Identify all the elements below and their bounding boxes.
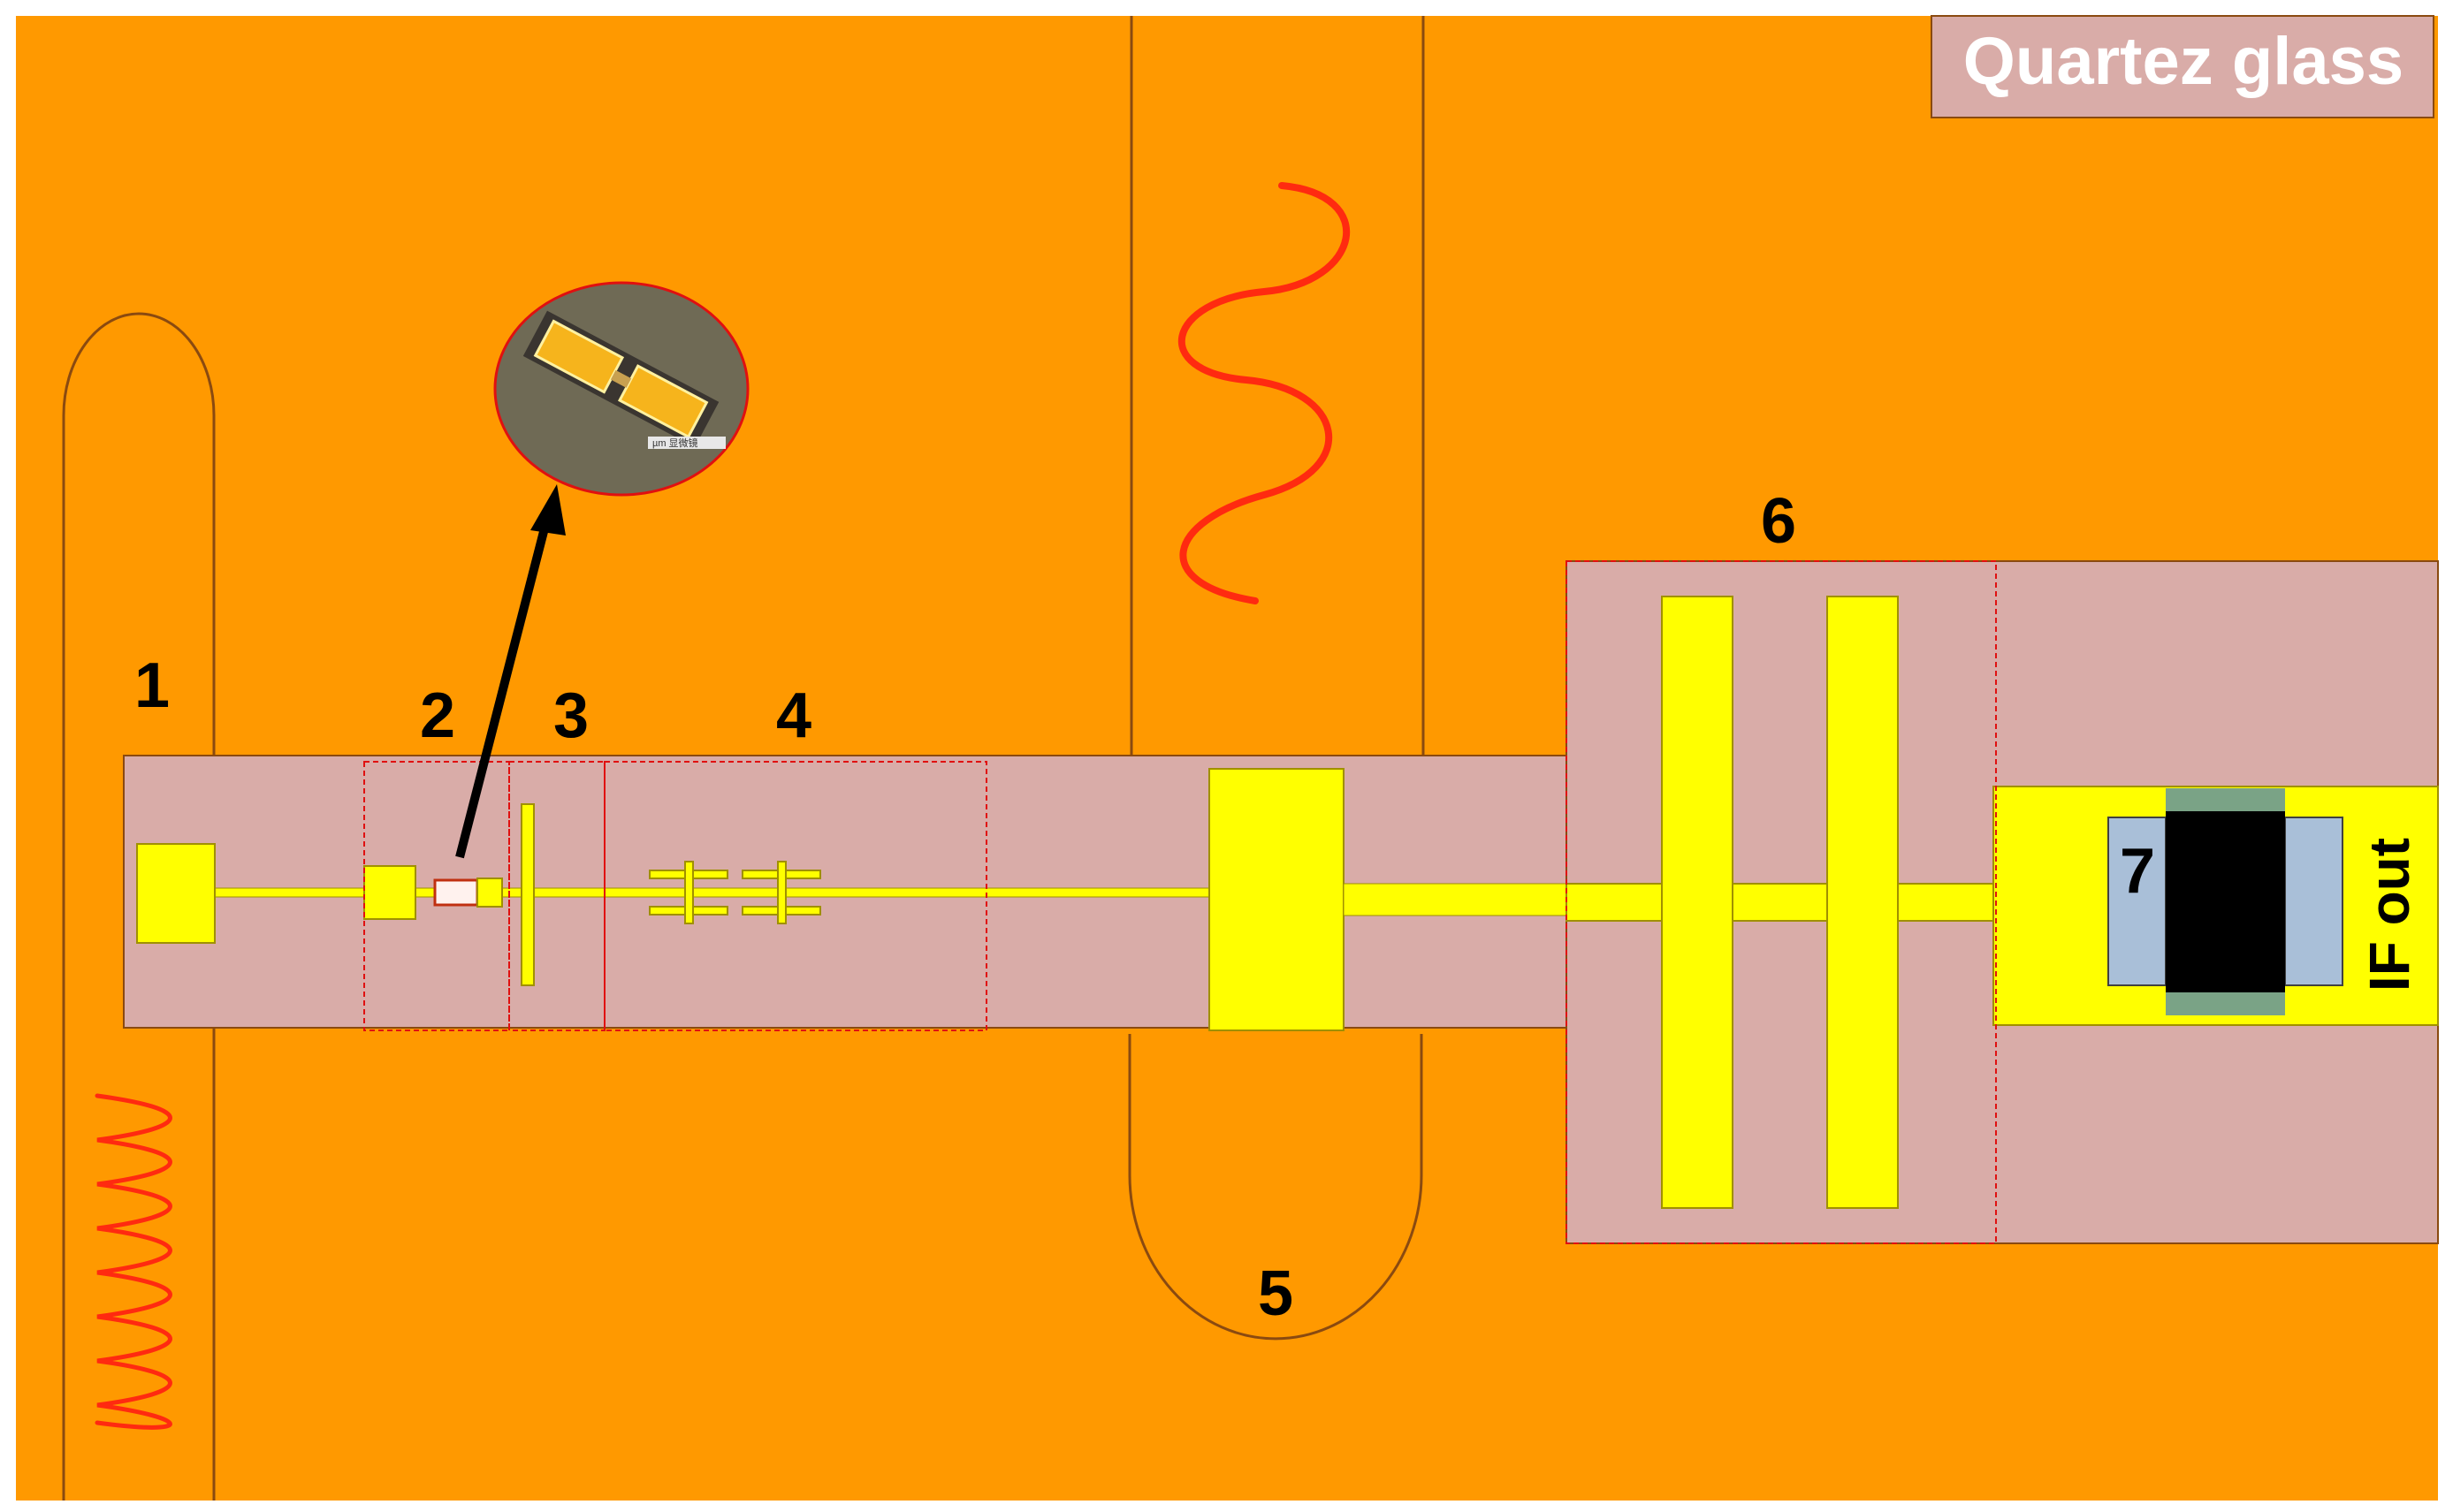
section-label-7: 7 [2120, 836, 2155, 907]
section-label-3: 3 [553, 680, 589, 751]
rf-wave-icon [1177, 182, 1351, 604]
section-label-4: 4 [776, 680, 811, 751]
diode-pad-right [476, 878, 503, 908]
section-boxes [363, 560, 1997, 1244]
zoom-arrow-icon [530, 484, 566, 536]
material-tag-box [1931, 15, 2434, 118]
section-label-5: 5 [1258, 1258, 1293, 1329]
if-chip-side-left [2107, 817, 2167, 986]
if-chip-side-right [2284, 817, 2343, 986]
lo-waveguide-outline [62, 312, 216, 1501]
zoom-arrow-line [455, 520, 551, 859]
diode-pad-left [363, 865, 416, 920]
rf-waveguide-outline-top [1130, 16, 1425, 762]
material-label: Quartez glass [1963, 24, 2403, 99]
section-label-1: 1 [134, 650, 170, 721]
lo-wave-icon [95, 1093, 172, 1430]
rf-to-filter-line [1343, 883, 1570, 916]
backshort-outline [1128, 1034, 1423, 1341]
if-chip-body [2166, 811, 2285, 992]
diode-micrograph-inset: µm 显微镜 [493, 281, 750, 497]
diode-chip [433, 878, 479, 907]
section-label-6: 6 [1761, 486, 1796, 557]
matching-stub [521, 803, 535, 986]
micrograph-caption: µm 显微镜 [652, 437, 698, 449]
section-label-2: 2 [420, 680, 455, 751]
rf-probe-pad [1208, 768, 1345, 1031]
lo-probe-pad [136, 843, 216, 944]
if-out-label: IF out [2358, 838, 2421, 992]
lo-lowpass-filter [649, 861, 821, 924]
if-lowpass-filter [1566, 596, 1998, 1209]
